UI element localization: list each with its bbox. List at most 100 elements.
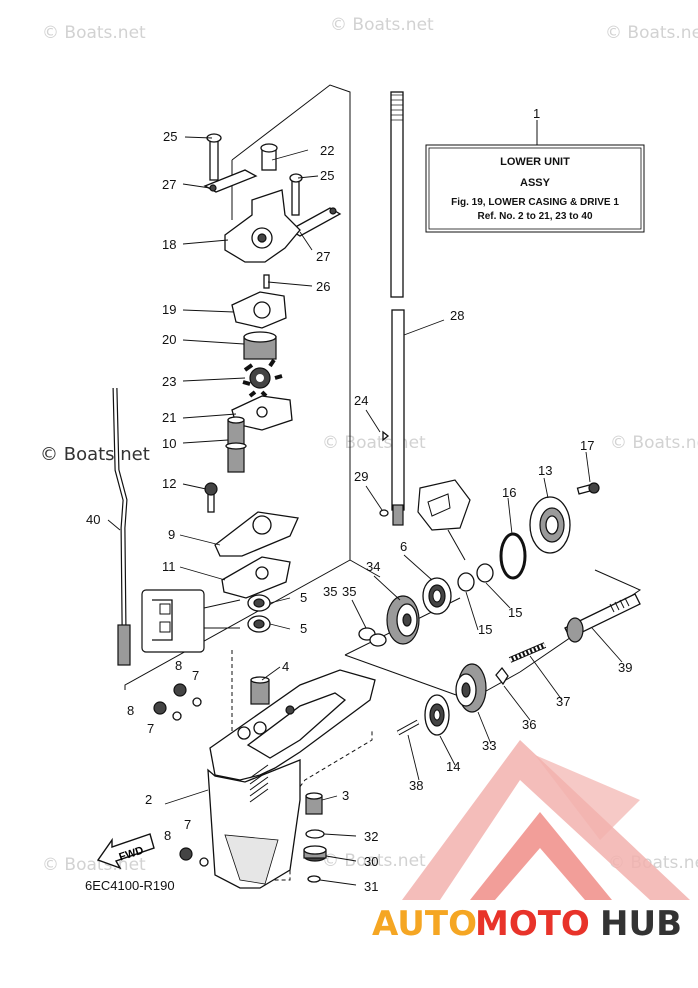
callout-24: 24 — [354, 393, 368, 408]
washer-32 — [305, 829, 325, 839]
callout-27a: 27 — [162, 177, 176, 192]
water-pump-housing — [203, 133, 342, 289]
clip-31 — [307, 875, 321, 883]
callout-38: 38 — [409, 778, 423, 793]
tube-10 — [225, 416, 247, 473]
callout-7c: 7 — [184, 817, 191, 832]
pin-24 — [382, 430, 390, 442]
watermark-mid-right: © Boats.net — [610, 433, 698, 453]
pump-internals — [204, 291, 299, 599]
seal-15a — [457, 572, 475, 592]
callout-39: 39 — [618, 660, 632, 675]
callout-5a: 5 — [300, 590, 307, 605]
outer-plate-9 — [214, 511, 299, 557]
callout-31: 31 — [364, 879, 378, 894]
lower-casing-2 — [207, 669, 376, 889]
pinion-group — [303, 792, 327, 883]
callout-15b: 15 — [508, 605, 522, 620]
forward-gear-group — [358, 482, 600, 647]
o-ring-16 — [499, 532, 527, 580]
seal-15b — [476, 563, 494, 583]
callout-21: 21 — [162, 410, 176, 425]
spring-37 — [508, 642, 547, 663]
title-line-4: Ref. No. 2 to 21, 23 to 40 — [477, 211, 592, 222]
callout-8a: 8 — [175, 658, 182, 673]
callout-10: 10 — [162, 436, 176, 451]
callout-6: 6 — [400, 539, 407, 554]
callout-35a: 35 — [342, 584, 356, 599]
callout-33: 33 — [482, 738, 496, 753]
callout-26: 26 — [316, 279, 330, 294]
bearing-14 — [424, 694, 450, 736]
callout-19: 19 — [162, 302, 176, 317]
callout-36: 36 — [522, 717, 536, 732]
callout-7a: 7 — [192, 668, 199, 683]
propeller-shaft-group — [495, 593, 641, 686]
callout-1: 1 — [533, 106, 540, 121]
callout-35b: 35 — [323, 584, 337, 599]
callout-16: 16 — [502, 485, 516, 500]
watermark-top-right: © Boats.net — [605, 23, 698, 43]
seal-detail-inset — [141, 589, 241, 653]
title-line-3: Fig. 19, LOWER CASING & DRIVE 1 — [451, 197, 619, 208]
screw-8a — [173, 683, 187, 697]
gear-34 — [386, 595, 420, 645]
logo-text-hub: HUB — [600, 904, 682, 944]
watermark-top-left: © Boats.net — [42, 23, 146, 43]
shim-35b — [369, 633, 387, 647]
callout-32: 32 — [364, 829, 378, 844]
callout-17: 17 — [580, 438, 594, 453]
callout-37: 37 — [556, 694, 570, 709]
diagram-code: 6EC4100-R190 — [85, 878, 175, 893]
bolt-25b — [291, 179, 300, 216]
bearing-detail-inset — [417, 479, 471, 561]
callout-9: 9 — [168, 527, 175, 542]
callout-12: 12 — [162, 476, 176, 491]
watermark-mid-left: © Boats.net — [40, 444, 150, 465]
callout-25a: 25 — [163, 129, 177, 144]
callout-20: 20 — [162, 332, 176, 347]
callout-5b: 5 — [300, 621, 307, 636]
logo-text-auto: AUTO — [372, 904, 477, 944]
callout-14: 14 — [446, 759, 460, 774]
callout-25b: 25 — [320, 168, 334, 183]
callout-28: 28 — [450, 308, 464, 323]
callout-40: 40 — [86, 512, 100, 527]
gear-33 — [455, 663, 487, 713]
automotohub-logo: AUTO MOTO HUB — [372, 740, 690, 944]
watermark-bottom-center: © Boats.net — [322, 851, 426, 871]
callout-2: 2 — [145, 792, 152, 807]
oil-seals-5 — [247, 594, 271, 705]
impeller-23 — [242, 358, 283, 398]
callout-18: 18 — [162, 237, 176, 252]
clip-29 — [379, 509, 389, 517]
leader-lines — [107, 136, 623, 886]
pinion-30 — [303, 845, 327, 862]
callout-15a: 15 — [478, 622, 492, 637]
callout-22: 22 — [320, 143, 334, 158]
gasket-11 — [221, 556, 291, 599]
logo-text-moto: MOTO — [475, 904, 590, 944]
pin-26 — [263, 274, 270, 289]
callout-3: 3 — [342, 788, 349, 803]
reverse-gear-group — [396, 663, 487, 736]
gasket-7c — [199, 857, 209, 867]
title-line-1: LOWER UNIT — [500, 156, 570, 168]
bearing-6 — [422, 577, 452, 615]
bolt-25a — [209, 139, 219, 181]
clip-36 — [495, 666, 509, 686]
callout-27b: 27 — [316, 249, 330, 264]
screw-8b — [153, 701, 167, 715]
callout-8b: 8 — [127, 703, 134, 718]
watermark-top-center: © Boats.net — [330, 15, 434, 35]
propeller-shaft-housing-13 — [529, 496, 571, 554]
pump-housing-18 — [224, 189, 301, 263]
callout-7b: 7 — [147, 721, 154, 736]
callout-11: 11 — [162, 559, 176, 574]
screw-8c — [179, 847, 193, 861]
callout-23: 23 — [162, 374, 176, 389]
callout-4: 4 — [282, 659, 289, 674]
watermark-mid-center: © Boats.net — [322, 433, 426, 453]
shift-rod-40 — [112, 387, 131, 666]
